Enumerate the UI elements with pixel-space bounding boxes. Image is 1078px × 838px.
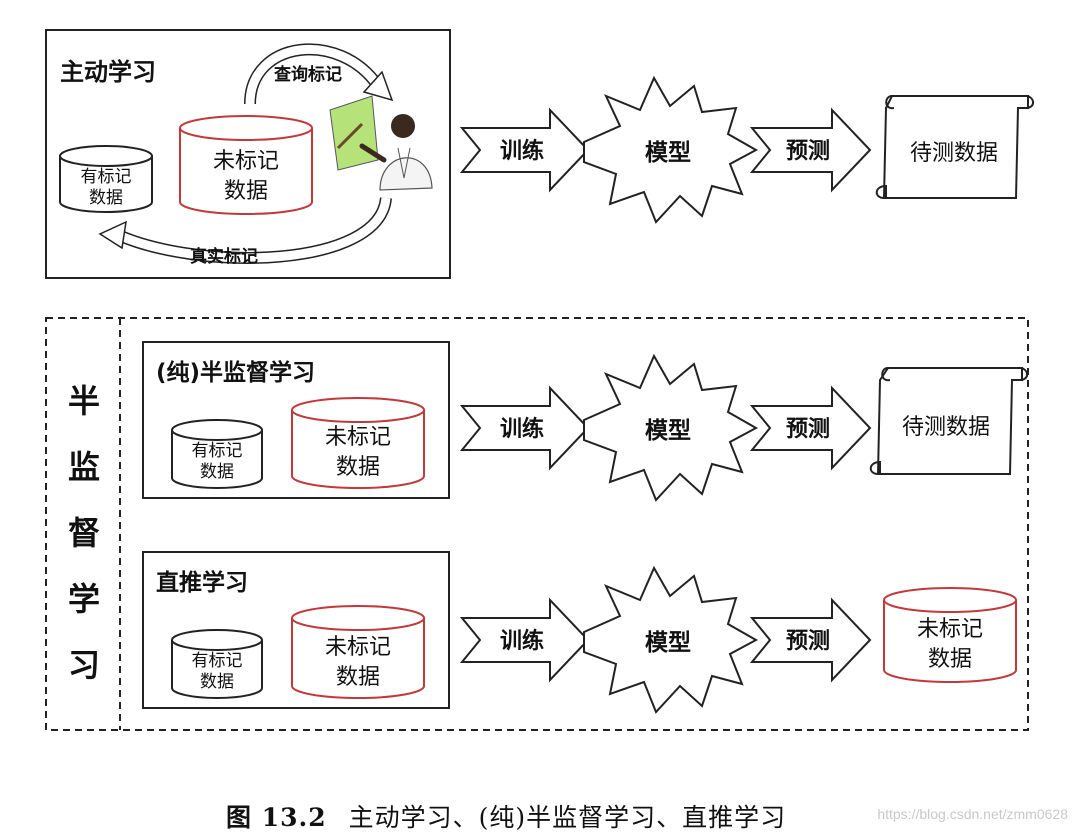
semi-side-char-4: 学 <box>68 580 100 618</box>
caption-text: 主动学习、(纯)半监督学习、直推学习 <box>348 803 787 832</box>
train-arrow: 训练 <box>459 597 590 683</box>
unlabeled-data-cylinder: 未标记 数据 <box>291 605 425 699</box>
labeled-data-cylinder: 有标记 数据 <box>171 419 263 489</box>
caption-text-row: 图 13.2 主动学习、(纯)半监督学习、直推学习 <box>226 798 786 834</box>
figure-caption: 图 13.2 主动学习、(纯)半监督学习、直推学习 https://blog.cs… <box>0 796 1078 836</box>
unlabeled-data-cylinder: 未标记 数据 <box>179 115 313 215</box>
labeled-data-label-1: 有标记 <box>192 441 243 461</box>
active-pipeline: 训练 模型 预测 待测数据 <box>459 75 1034 224</box>
learning-paradigms-diagram: 主动学习 有标记 数据 未标记 数据 查询标记 真实标记 <box>45 29 1034 731</box>
semi-side-char-2: 监 <box>68 448 100 486</box>
predict-label: 预测 <box>786 629 830 654</box>
model-burst: 模型 <box>583 565 759 714</box>
pure-semi-pipeline: 训练 模型 预测 待测数据 <box>459 353 1028 502</box>
model-burst: 模型 <box>583 75 759 224</box>
train-label: 训练 <box>500 416 544 442</box>
true-label-arrow: 真实标记 <box>98 196 392 267</box>
teacher-icon <box>329 95 433 191</box>
semi-side-char-3: 督 <box>68 514 100 552</box>
labeled-data-cylinder: 有标记 数据 <box>59 145 153 213</box>
active-learning-title: 主动学习 <box>60 58 156 86</box>
unlabeled-data-label-1: 未标记 <box>325 635 391 660</box>
model-label: 模型 <box>645 418 691 444</box>
watermark: https://blog.csdn.net/zmm0628 <box>877 806 1068 822</box>
unlabeled-data-cylinder: 未标记 数据 <box>291 397 425 489</box>
train-label: 训练 <box>500 628 544 654</box>
predict-label: 预测 <box>786 139 830 164</box>
query-label-text: 查询标记 <box>273 64 342 85</box>
transductive-title: 直推学习 <box>156 569 248 596</box>
semi-side-char-1: 半 <box>68 382 100 420</box>
semi-side-char-5: 习 <box>68 646 100 684</box>
model-burst: 模型 <box>583 353 759 502</box>
train-arrow: 训练 <box>459 107 590 193</box>
query-arrow: 查询标记 <box>244 43 394 105</box>
true-label-text: 真实标记 <box>190 246 258 267</box>
model-label: 模型 <box>645 140 691 166</box>
labeled-data-label-1: 有标记 <box>81 167 132 187</box>
unlabeled-data-label-2: 数据 <box>224 179 268 204</box>
semi-supervised-section: 半 监 督 学 习 <box>45 317 1029 731</box>
labeled-data-cylinder: 有标记 数据 <box>171 629 263 699</box>
labeled-data-label-2: 数据 <box>200 462 234 482</box>
labeled-data-label-2: 数据 <box>89 188 123 208</box>
test-data-label: 待测数据 <box>910 141 998 166</box>
predict-arrow: 预测 <box>749 597 872 683</box>
pure-semi-panel: (纯)半监督学习 有标记 数据 未标记 数据 <box>142 341 450 499</box>
unlabeled-data-label-1: 未标记 <box>325 425 391 450</box>
result-unlabeled-cylinder: 未标记 数据 <box>883 587 1017 683</box>
test-data-scroll: 待测数据 <box>869 367 1028 475</box>
transductive-panel: 直推学习 有标记 数据 未标记 数据 <box>142 551 450 709</box>
test-data-label: 待测数据 <box>902 415 990 440</box>
test-data-scroll: 待测数据 <box>875 95 1034 199</box>
labeled-data-label-1: 有标记 <box>192 651 243 671</box>
pure-semi-title: (纯)半监督学习 <box>156 359 315 386</box>
unlabeled-data-label-1: 未标记 <box>213 149 279 174</box>
unlabeled-data-label-2: 数据 <box>336 665 380 690</box>
result-label-2: 数据 <box>928 647 972 672</box>
labeled-data-label-2: 数据 <box>200 672 234 692</box>
active-learning-panel: 主动学习 有标记 数据 未标记 数据 查询标记 真实标记 <box>45 29 451 279</box>
predict-label: 预测 <box>786 417 830 442</box>
train-label: 训练 <box>500 138 544 164</box>
transductive-pipeline: 训练 模型 预测 未标记 数据 <box>459 565 1017 714</box>
model-label: 模型 <box>645 630 691 656</box>
unlabeled-data-label-2: 数据 <box>336 455 380 480</box>
train-arrow: 训练 <box>459 385 590 471</box>
predict-arrow: 预测 <box>749 385 872 471</box>
result-label-1: 未标记 <box>917 617 983 642</box>
figure-number: 图 13.2 <box>226 803 327 832</box>
predict-arrow: 预测 <box>749 107 872 193</box>
